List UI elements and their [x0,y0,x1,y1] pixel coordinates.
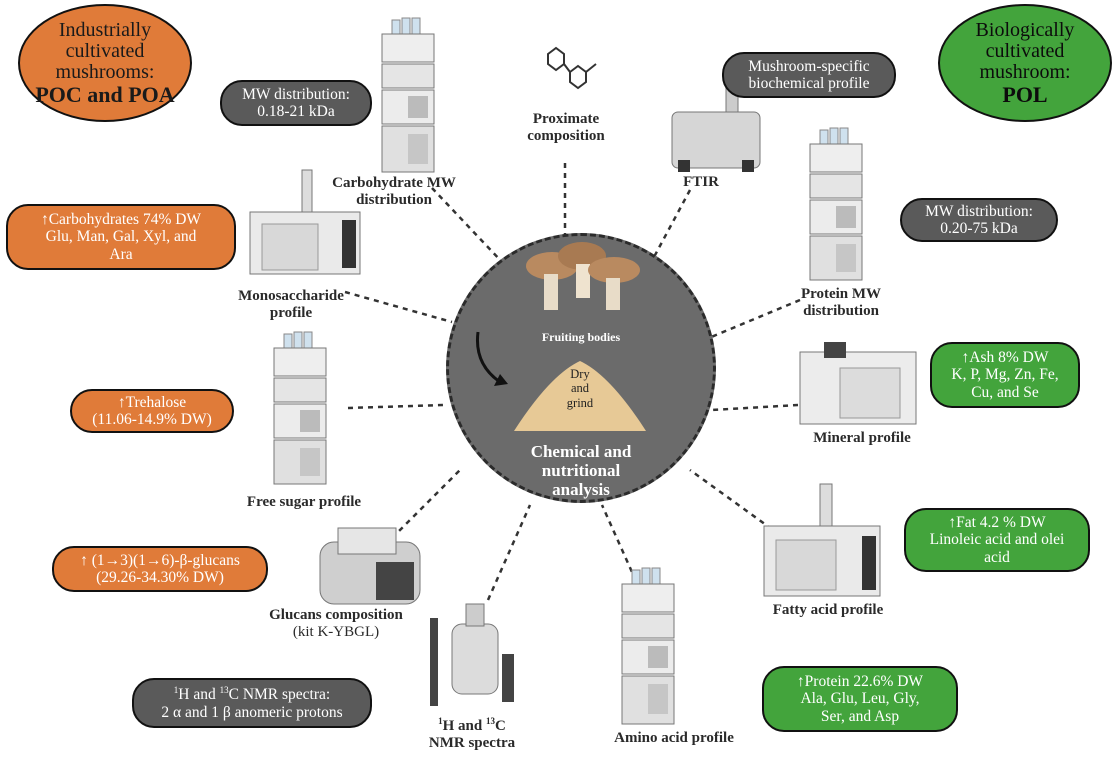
label-protein-mw-1: Protein MW [800,286,882,302]
label-protein-mw: Protein MW distribution [786,286,896,320]
biological-line-3: mushroom: [979,60,1071,83]
pill-protein-2: Ala, Glu, Leu, Gly, [800,690,920,708]
biological-group-badge: Biologically cultivated mushroom: POL [938,4,1112,122]
pill-protein-mw-2: 0.20-75 kDa [940,220,1018,237]
pill-protein-mw: MW distribution: 0.20-75 kDa [900,198,1058,242]
biological-line-2: cultivated [985,39,1065,62]
pill-protein-1: ↑Protein 22.6% DW [796,672,924,690]
label-nmr-3: NMR spectra [428,734,516,751]
label-nmr-2: C [495,718,506,734]
label-ftir: FTIR [683,174,719,190]
pill-carbohydrates: ↑Carbohydrates 74% DW Glu, Man, Gal, Xyl… [6,204,236,270]
dry-line-1: Dry [570,367,590,381]
label-glucans-2: (kit K-YBGL) [292,623,380,640]
pill-nmr-1a: H and [178,686,220,704]
sup-h1: 1 [438,716,443,726]
pill-sup-c13: 13 [219,685,229,696]
pill-carb-mw-1: MW distribution: [242,85,350,103]
dry-line-2: and [570,381,590,396]
label-carbohydrate-mw: Carbohydrate MW distribution [326,175,462,209]
center-title-3: analysis [552,480,610,500]
label-monosaccharide: Monosaccharide profile [228,288,354,322]
pill-fat-3: acid [984,548,1010,566]
pill-carb-mw: MW distribution: 0.18-21 kDa [220,80,372,126]
label-protein-mw-2: distribution [803,302,879,319]
industrial-line-3: mushrooms: [55,60,155,83]
label-nmr-line-1: 1H and 13C [420,716,524,735]
label-proximate-1: Proximate [532,111,600,127]
pill-fat: ↑Fat 4.2 % DW Linoleic acid and olei aci… [904,508,1090,572]
powder-pile-icon [514,361,646,431]
label-carb-mw-2: distribution [356,191,432,208]
pill-fat-2: Linoleic acid and olei [929,531,1065,549]
gc-mono-icon [249,169,361,275]
pill-trehalose-2: (11.06-14.9% DW) [92,411,212,428]
pill-ash-1: ↑Ash 8% DW [961,348,1049,366]
pill-ash-2: K, P, Mg, Zn, Fe, [951,366,1059,384]
gc-fatty-icon [763,483,881,597]
pill-glucans: ↑ (1→3)(1→6)-β-glucans (29.26-34.30% DW) [52,546,268,592]
industrial-line-2: cultivated [65,39,145,62]
pill-glucans-2: (29.26-34.30% DW) [96,569,224,586]
hplc-carb-icon [381,17,435,173]
pill-protein: ↑Protein 22.6% DW Ala, Glu, Leu, Gly, Se… [762,666,958,732]
industrial-group-badge: Industrially cultivated mushrooms: POC a… [18,4,192,122]
pill-biochemical-profile: Mushroom-specific biochemical profile [722,52,896,98]
biological-line-1: Biologically [975,18,1075,41]
pill-trehalose-1: ↑Trehalose [117,393,187,411]
label-nmr: 1H and 13C NMR spectra [420,716,524,752]
label-proximate: Proximate composition [510,111,622,145]
pill-ash-3: Cu, and Se [971,383,1039,401]
pill-biochem-1: Mushroom-specific [748,57,870,75]
label-fatty-acid: Fatty acid profile [772,602,884,618]
center-title: Chemical and nutritional analysis [486,442,676,499]
pill-carb-mw-2: 0.18-21 kDa [257,103,335,120]
pill-nmr-1b: C NMR spectra: [228,686,331,704]
label-mineral: Mineral profile [813,430,911,446]
biological-line-4: POL [1002,81,1048,107]
fruiting-bodies-label: Fruiting bodies [541,330,621,344]
pill-biochem-2: biochemical profile [748,75,870,92]
industrial-line-4: POC and POA [35,81,175,107]
pill-carbs-1: ↑Carbohydrates 74% DW [40,210,202,228]
pill-nmr: 1H and 13C NMR spectra: 2 α and 1 β anom… [132,678,372,728]
industrial-line-1: Industrially [58,18,152,41]
pill-nmr-1: 1H and 13C NMR spectra: [174,685,330,704]
mushroom-icon [526,242,640,310]
center-title-2: nutritional [541,461,621,481]
pill-sup-h1: 1 [173,685,179,696]
hplc-protein-icon [809,127,863,281]
nmr-magnet-icon [430,603,514,706]
process-arrow-icon [475,331,508,386]
center-title-1: Chemical and [530,442,632,461]
mineral-analyzer-icon [799,342,917,425]
hplc-amino-icon [621,567,675,725]
dry-grind-label: Dry and grind [540,367,620,410]
molecule-icon [547,46,597,90]
label-amino-acid: Amino acid profile [614,730,734,746]
label-mono-1: Monosaccharide [238,288,344,304]
label-mono-2: profile [269,304,313,321]
label-free-sugar: Free sugar profile [246,494,362,510]
label-glucans: Glucans composition (kit K-YBGL) [262,607,410,641]
pill-protein-3: Ser, and Asp [820,707,900,725]
pill-fat-1: ↑Fat 4.2 % DW [948,513,1046,531]
pill-trehalose: ↑Trehalose (11.06-14.9% DW) [70,389,234,433]
label-carb-mw-1: Carbohydrate MW [332,175,456,191]
pill-carbs-2: Glu, Man, Gal, Xyl, and [45,228,197,246]
photometer-icon [319,527,421,605]
hplc-sugar-icon [273,331,327,485]
pill-nmr-2: 2 α and 1 β anomeric protons [161,703,343,721]
sup-c13: 13 [486,716,495,726]
pill-carbs-3: Ara [109,245,133,263]
label-proximate-2: composition [527,127,605,144]
pill-ash: ↑Ash 8% DW K, P, Mg, Zn, Fe, Cu, and Se [930,342,1080,408]
pill-protein-mw-1: MW distribution: [925,202,1033,220]
label-nmr-1: H and [442,718,483,734]
label-glucans-1: Glucans composition [269,607,403,623]
pill-glucans-1: ↑ (1→3)(1→6)-β-glucans [80,551,240,569]
dry-line-3: grind [566,395,594,410]
